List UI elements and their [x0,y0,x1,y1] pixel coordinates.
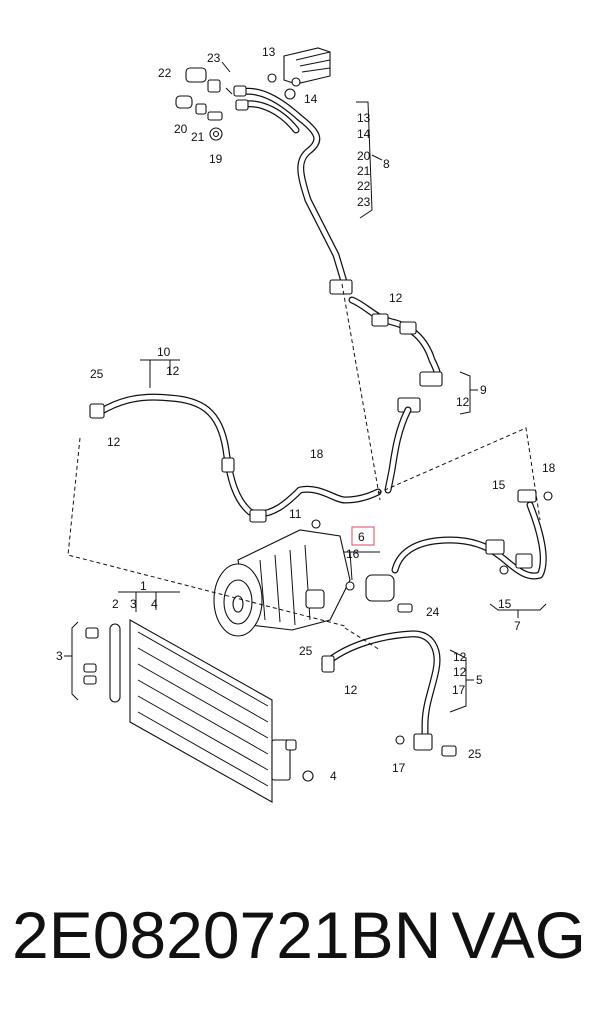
pipe-9 [348,296,443,494]
callout-label: 14 [357,127,371,141]
callout-label: 12 [453,650,467,664]
callout-label: 3 [130,597,137,611]
callout-label: 20 [357,149,371,163]
callout-label: 25 [468,747,482,761]
callout-label: 13 [357,111,371,125]
callout-label: 21 [357,164,371,178]
callout-label: 5 [476,673,483,687]
callout-label: 2 [112,597,119,611]
pipe-5 [321,630,457,757]
callout-label: 11 [289,507,302,521]
callout-label: 1 [140,579,147,593]
callout-label: 12 [456,395,470,409]
callout-label: 9 [480,383,487,397]
callout-label: 6 [358,530,365,544]
callout-label: 23 [207,51,221,65]
callout-label: 13 [262,45,276,59]
firewall-connector-block [283,47,331,87]
callout-label: 4 [330,769,337,783]
callout-label: 24 [426,605,440,619]
part-number: 2E0820721BN [12,898,442,972]
callout-label: 15 [492,478,506,492]
upper-pipe-8 [233,85,353,295]
callout-label: 3 [56,649,63,663]
leader-lines [64,61,547,713]
callout-label: 10 [157,345,171,359]
callout-label: 19 [209,152,223,166]
callout-label: 12 [344,683,358,697]
condenser [83,619,314,803]
callout-labels: 13 23 22 14 20 21 19 13 14 20 8 21 22 23… [56,45,556,783]
ac-compressor [213,519,413,637]
callout-label: 20 [174,122,188,136]
ac-system-exploded-diagram: 13 23 22 14 20 21 19 13 14 20 8 21 22 23… [56,45,556,803]
callout-label: 22 [357,179,371,193]
pipe-7 [365,489,553,602]
callout-label: 4 [151,597,158,611]
callout-label: 12 [166,364,180,378]
callout-label: 23 [357,195,371,209]
callout-label: 12 [453,665,467,679]
callout-label: 8 [383,157,390,171]
callout-label: 18 [542,461,556,475]
callout-label: 18 [310,447,324,461]
pipe-10 [89,393,382,523]
fittings-top-left [175,67,296,141]
callout-label: 17 [392,761,406,775]
callout-label: 21 [191,130,205,144]
callout-label: 25 [299,644,313,658]
callout-label: 16 [346,547,360,561]
callout-label: 14 [304,92,318,106]
callout-label: 7 [514,619,521,633]
callout-label: 22 [158,66,172,80]
callout-label: 17 [452,683,466,697]
callout-label: 25 [90,367,104,381]
callout-label: 15 [498,597,512,611]
brand-label: VAG [451,898,586,972]
callout-label: 12 [107,435,121,449]
footer: 2E0820721BN VAG [0,895,600,985]
highlighted-part-marker [351,526,375,546]
callout-label: 12 [389,291,403,305]
